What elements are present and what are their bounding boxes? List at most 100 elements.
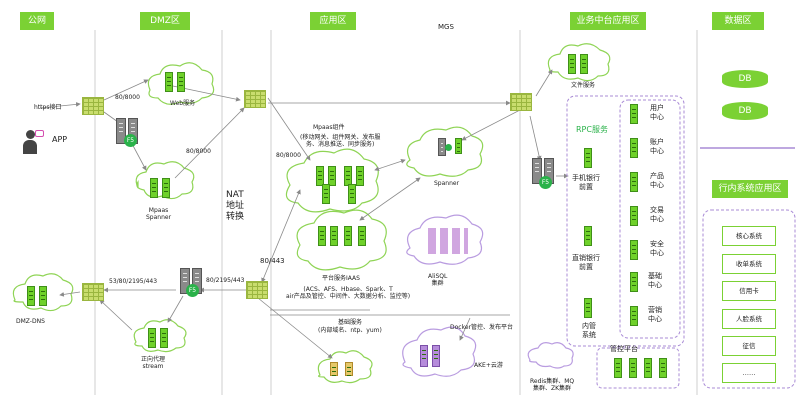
firewall-icon [510,93,532,111]
cloud-iaas [296,209,387,271]
center-label: 基础 中心 [648,272,662,289]
redis-cluster-label: Redis集群、MQ 集群、ZK集群 [530,378,575,392]
firewall-icon [82,97,104,115]
db-icon: DB [722,102,768,120]
server-icon [358,226,366,246]
zone-public-header: 公网 [20,12,54,30]
server-icon [644,358,652,378]
docker-platform-label: Docker管控、发布平台 [450,324,514,331]
nat-label: NAT 地址 转换 [226,190,245,222]
center-label: 安全 中心 [650,240,664,257]
spanner-label: Spanner [434,180,460,187]
server-icon [420,345,428,367]
zone-app-header: 应用区 [310,12,356,30]
zone-bank-header: 行内系统应用区 [712,180,788,198]
gateway-server-icon [180,268,190,294]
web-service-label: Web服务 [170,100,196,107]
port-label: 80/8000 [186,148,211,155]
https-interface-label: https接口 [34,104,62,111]
server-icon [629,358,637,378]
center-label: 交易 中心 [650,206,664,223]
server-icon [160,328,168,348]
database-icon [428,228,468,254]
server-icon [432,345,440,367]
ctrl-platform-label: 管控平台 [610,345,638,353]
app-label: APP [52,135,68,144]
dmz-dns-label: DMZ-DNS [16,318,45,325]
server-icon [345,362,353,376]
server-icon [162,178,170,198]
mgs-label: MGS [438,23,454,31]
zone-biz-header: 业务中台应用区 [570,12,646,30]
mpaas-component-detail: (移动网关、组件网关、发布服 务、消息推送、同步服务) [300,134,381,148]
server-icon [177,72,185,92]
f5-icon: F5 [124,134,137,147]
platform-iaas-label: 平台服务IAAS [322,275,360,282]
db-icon: DB [722,70,768,88]
rpc-service-label: RPC服务 [576,125,608,134]
server-icon [584,226,592,246]
direct-front-label: 直销银行 前置 [572,254,600,271]
server-icon [630,240,638,260]
server-icon [614,358,622,378]
server-icon [318,226,326,246]
server-icon [328,166,336,186]
server-icon [344,166,352,186]
zone-dmz-header: DMZ区 [140,12,190,30]
rpc-group-border [566,95,685,347]
zone-data-header: 数据区 [712,12,764,30]
bank-system-box: 人脸系统 [722,309,776,329]
mobile-front-label: 手机银行 前置 [572,174,600,191]
server-icon [316,166,324,186]
server-icon [39,286,47,306]
port-label: 80/443 [260,257,285,265]
ake-label: AKE+云游 [474,362,503,369]
f5-icon: F5 [186,284,199,297]
server-icon [165,72,173,92]
server-icon [568,54,576,74]
file-service-label: 文件服务 [571,82,596,89]
center-label: 产品 中心 [650,172,664,189]
platform-iaas-detail: (ACS、AFS、Hbase、Spark、T air产品及管控、中间件、大数据分… [286,286,411,300]
server-icon [27,286,35,306]
ctrl-group-border [596,347,680,389]
bank-system-box: …… [722,363,776,383]
server-icon [356,166,364,186]
server-icon [148,328,156,348]
server-icon [630,206,638,226]
server-icon [348,184,356,204]
center-label: 营销 中心 [648,306,662,323]
center-label: 用户 中心 [650,104,664,121]
mpaas-component-label: Mpaas组件 [313,124,345,131]
gateway-server-icon [532,158,542,184]
port-label: 53/80/2195/443 [109,278,158,285]
bank-system-box: 征信 [722,336,776,356]
server-icon [150,178,158,198]
server-icon [630,272,638,292]
server-icon [455,138,462,154]
alisql-label: AliSQL 集群 [428,273,448,287]
gateway-server-icon [116,118,126,144]
server-icon [659,358,667,378]
mpaas-spanner-label: Mpaas Spanner [146,207,172,221]
port-label: 80/2195/443 [206,277,245,284]
reverse-proxy-label: 正向代理 stream [141,356,166,370]
server-icon [330,362,338,376]
bank-system-box: 核心系统 [722,226,776,246]
server-icon [630,172,638,192]
firewall-icon [244,90,266,108]
base-services-detail: (内部域名、ntp、yum) [318,327,382,334]
server-icon [630,104,638,124]
server-icon [584,148,592,168]
cloud-file [547,43,611,82]
center-label: 账户 中心 [650,138,664,155]
firewall-icon [82,283,104,301]
server-icon [344,226,352,246]
f5-icon: F5 [539,176,552,189]
centers-group-border [619,99,681,339]
port-label: 80/8000 [115,94,140,101]
firewall-icon [246,281,268,299]
server-icon [630,306,638,326]
